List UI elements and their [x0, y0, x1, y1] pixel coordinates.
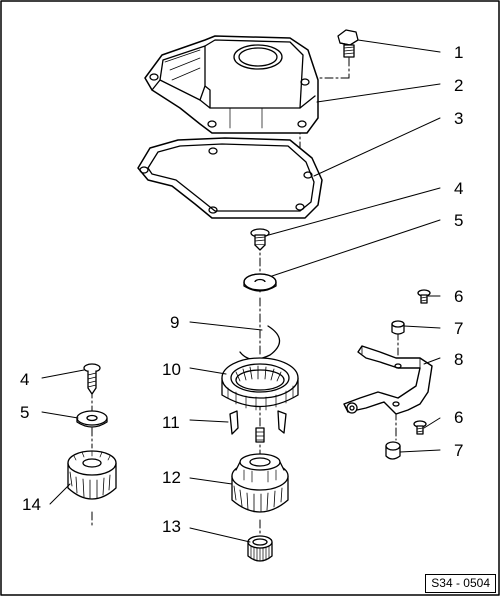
leader-lines — [41, 39, 441, 543]
circlip-9 — [239, 325, 281, 360]
callout-7: 7 — [454, 319, 464, 338]
callout-1: 1 — [454, 43, 464, 62]
washer-5-center — [243, 273, 277, 292]
reference-code-box: S34 - 0504 — [425, 573, 496, 593]
gasket-3 — [137, 137, 323, 219]
callout-14: 14 — [22, 495, 41, 514]
screw-1 — [337, 29, 359, 58]
screw-4-center — [250, 228, 270, 251]
callout-7-lower: 7 — [454, 441, 464, 460]
callout-9: 9 — [170, 313, 180, 332]
callout-4: 4 — [454, 179, 464, 198]
bushing-7-upper — [391, 320, 405, 335]
bushing-7-lower — [385, 441, 401, 460]
washer-5-left — [76, 410, 108, 428]
callout-3: 3 — [454, 109, 464, 128]
callout-13: 13 — [162, 517, 181, 536]
callout-5: 5 — [454, 211, 464, 230]
screw-6-lower — [413, 420, 427, 435]
callout-6-lower: 6 — [454, 408, 464, 427]
callout-8: 8 — [454, 350, 464, 369]
screw-4-left — [83, 363, 101, 395]
screw-6-upper — [417, 289, 431, 304]
callout-11: 11 — [162, 413, 180, 432]
callout-12: 12 — [162, 468, 181, 487]
callout-4-left: 4 — [20, 370, 30, 389]
callout-6: 6 — [454, 287, 464, 306]
callout-10: 10 — [162, 360, 181, 379]
gear-12 — [231, 453, 289, 513]
cover-2 — [144, 35, 319, 134]
gear-14 — [67, 450, 117, 500]
keys-11 — [229, 410, 287, 443]
callout-2: 2 — [454, 76, 464, 95]
callout-5-left: 5 — [20, 403, 30, 422]
needle-bearing-13 — [247, 535, 273, 562]
reference-code: S34 - 0504 — [431, 575, 490, 590]
sleeve-10 — [221, 357, 299, 411]
shift-fork-8 — [343, 345, 433, 415]
